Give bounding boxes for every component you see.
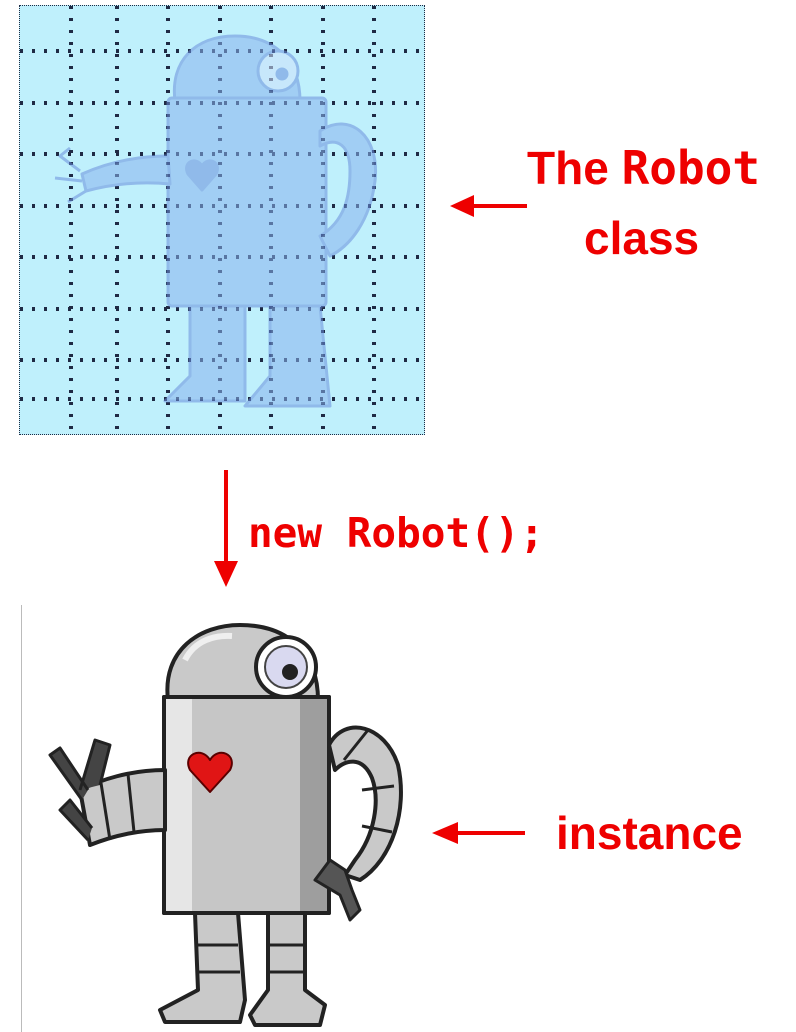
arrow-left-icon [432, 822, 525, 844]
class-label-class: class [584, 212, 700, 264]
class-blueprint-panel [19, 5, 426, 436]
class-label-the: The [527, 142, 609, 194]
arrow-left-icon [450, 195, 527, 217]
class-label-robot: Robot [621, 141, 761, 195]
class-label-line1: The Robot [527, 140, 760, 196]
constructor-call-label: new Robot(); [248, 509, 545, 557]
arrow-down-icon [214, 470, 238, 587]
instance-label: instance [556, 807, 743, 859]
left-divider [21, 605, 22, 1032]
robot-blueprint-icon [54, 34, 378, 408]
